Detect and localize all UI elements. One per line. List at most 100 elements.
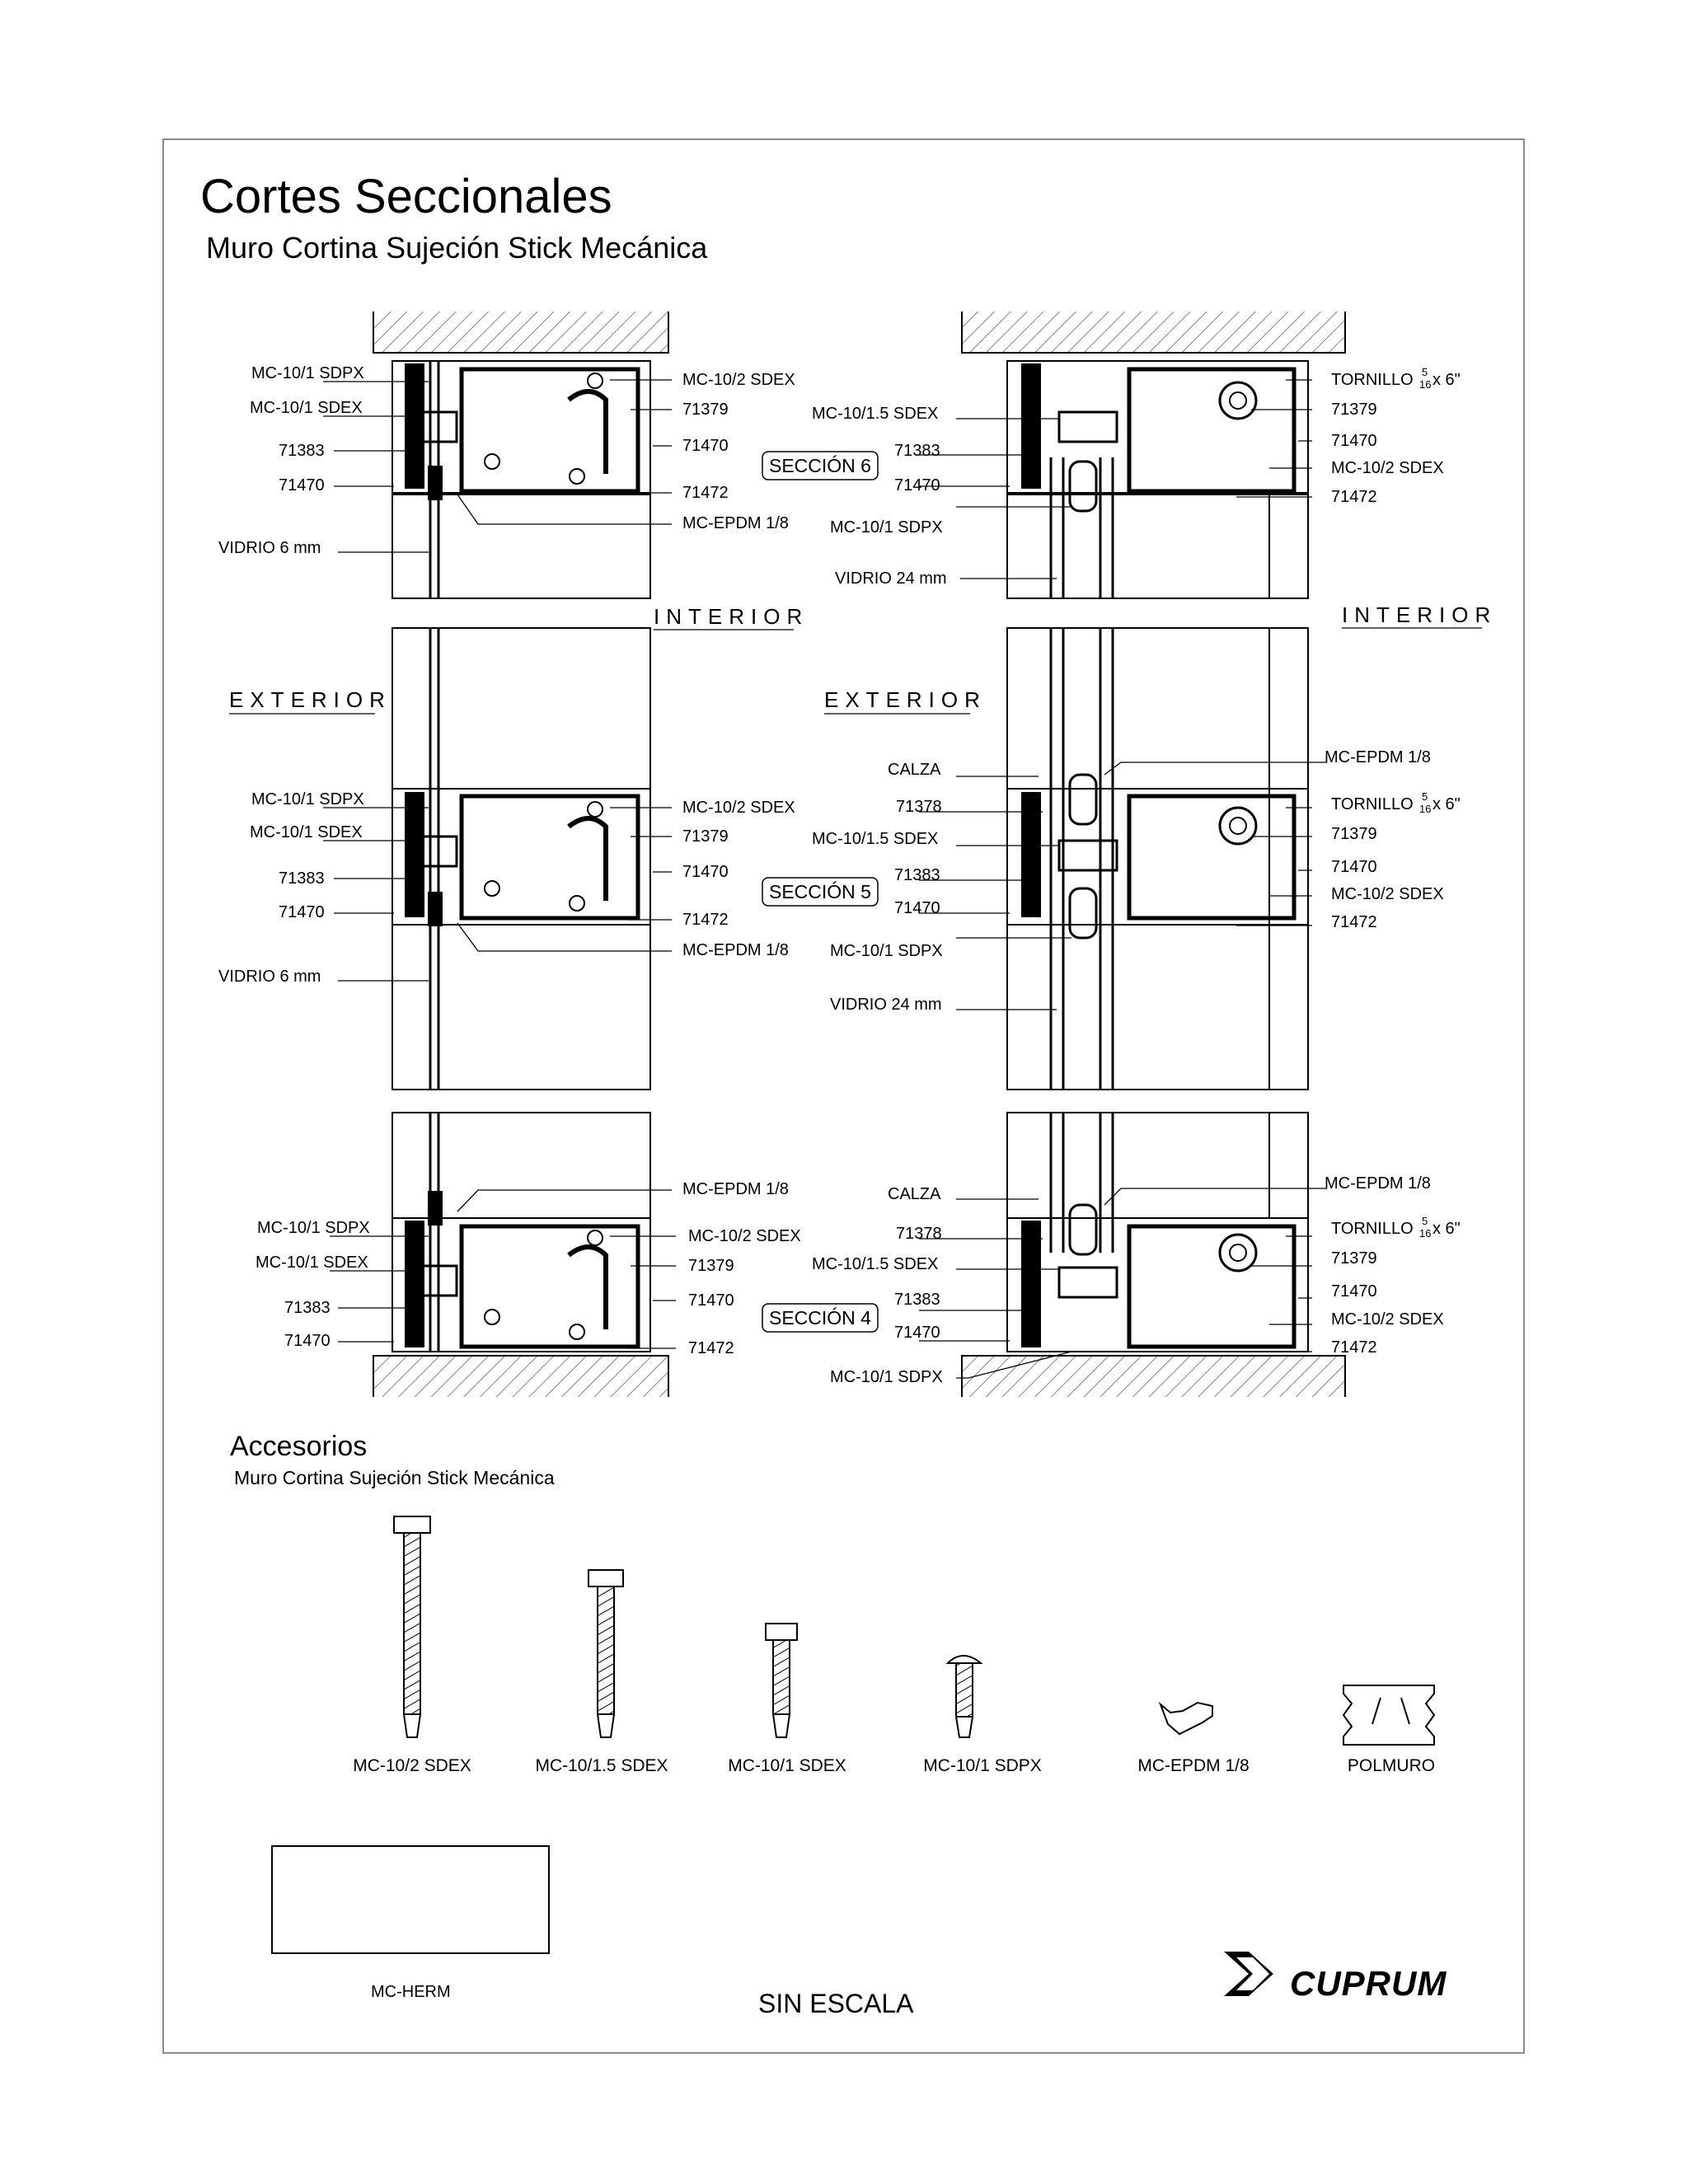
section-6-label: SECCIÓN 6 bbox=[769, 455, 871, 476]
callout: MC-EPDM 1/8 bbox=[1325, 1174, 1431, 1193]
accessories-subtitle: Muro Cortina Sujeción Stick Mecánica bbox=[234, 1467, 555, 1488]
herm-label: MC-HERM bbox=[371, 1983, 451, 2001]
section-5-label: SECCIÓN 5 bbox=[769, 881, 871, 902]
callout: 71470 bbox=[284, 1332, 331, 1350]
callout: 71470 bbox=[682, 437, 729, 455]
callouts: MC-10/1 SDPX MC-10/1 SDEX 71383 71470 VI… bbox=[218, 364, 1444, 1386]
callout: 71383 bbox=[894, 1291, 940, 1309]
callout: 71379 bbox=[688, 1257, 734, 1275]
callout: 71383 bbox=[284, 1299, 331, 1317]
callout: 71383 bbox=[279, 442, 325, 460]
callout: MC-10/2 SDEX bbox=[1331, 885, 1444, 903]
accessory-label: MC-EPDM 1/8 bbox=[1137, 1756, 1250, 1775]
exterior-label-right: EXTERIOR bbox=[824, 687, 987, 712]
callout: 71470 bbox=[688, 1291, 734, 1310]
callout: 71470 bbox=[682, 863, 729, 881]
callout: 71383 bbox=[279, 869, 325, 888]
accessory-label: MC-10/1 SDEX bbox=[728, 1756, 846, 1775]
callout: 71472 bbox=[682, 484, 729, 502]
callout: MC-10/2 SDEX bbox=[682, 799, 795, 817]
callout: 71470 bbox=[894, 1324, 940, 1342]
callout: MC-10/1 SDPX bbox=[251, 790, 364, 808]
sheet-frame bbox=[162, 138, 1525, 2054]
svg-text:x 6": x 6" bbox=[1432, 795, 1461, 813]
callout: 71379 bbox=[682, 827, 729, 846]
callout: 71470 bbox=[1331, 432, 1377, 450]
callout: 71472 bbox=[688, 1339, 734, 1357]
callout: 71379 bbox=[1331, 401, 1377, 419]
svg-text:x 6": x 6" bbox=[1432, 1220, 1461, 1238]
brand-name: CUPRUM bbox=[1290, 1964, 1447, 2003]
callout: 71472 bbox=[682, 911, 729, 929]
callout: 71383 bbox=[894, 442, 940, 460]
left-column bbox=[373, 312, 669, 1397]
callout: 71470 bbox=[894, 899, 940, 917]
callout: MC-10/2 SDEX bbox=[688, 1227, 801, 1245]
callout: MC-10/1 SDEX bbox=[256, 1254, 368, 1272]
page-title: Cortes Seccionales bbox=[200, 170, 612, 223]
callout: MC-10/1.5 SDEX bbox=[812, 1255, 938, 1273]
svg-text:16: 16 bbox=[1419, 1227, 1431, 1240]
callout: 71470 bbox=[1331, 858, 1377, 876]
callout: MC-EPDM 1/8 bbox=[682, 1180, 789, 1198]
callout: 71379 bbox=[682, 401, 729, 419]
callout: MC-10/1 SDPX bbox=[830, 518, 943, 537]
accessory-label: POLMURO bbox=[1347, 1756, 1436, 1775]
callout: 71472 bbox=[1331, 913, 1377, 931]
accessories-drawings bbox=[271, 1516, 1436, 1954]
accessories-title: Accesorios bbox=[230, 1431, 368, 1462]
callout: MC-10/1.5 SDEX bbox=[812, 405, 938, 423]
callout: MC-10/1 SDPX bbox=[830, 1368, 943, 1386]
callout: VIDRIO 24 mm bbox=[835, 569, 947, 588]
leader-lines bbox=[323, 379, 1327, 1379]
callout: MC-10/2 SDEX bbox=[1331, 1310, 1444, 1329]
callout: 71470 bbox=[1331, 1282, 1377, 1301]
callout: 71470 bbox=[894, 476, 940, 494]
callout: TORNILLO bbox=[1331, 1220, 1414, 1238]
callout: VIDRIO 6 mm bbox=[218, 968, 321, 986]
callout: 71383 bbox=[894, 866, 940, 884]
callout: MC-10/1 SDEX bbox=[250, 399, 363, 417]
callout: VIDRIO 6 mm bbox=[218, 539, 321, 557]
accessory-label: MC-10/2 SDEX bbox=[353, 1756, 471, 1775]
exterior-label-left: EXTERIOR bbox=[229, 687, 392, 712]
callout: CALZA bbox=[888, 1185, 941, 1203]
callout: 71472 bbox=[1331, 1338, 1377, 1357]
callout: 71470 bbox=[279, 476, 325, 494]
callout: MC-10/1 SDEX bbox=[250, 823, 363, 841]
callout: MC-10/2 SDEX bbox=[682, 371, 795, 389]
callout: 71379 bbox=[1331, 825, 1377, 843]
callout: MC-10/1.5 SDEX bbox=[812, 830, 938, 848]
interior-label-right: INTERIOR bbox=[1342, 602, 1497, 627]
callout: MC-10/1 SDPX bbox=[257, 1219, 370, 1237]
callout: VIDRIO 24 mm bbox=[830, 996, 942, 1014]
svg-text:5: 5 bbox=[1422, 790, 1428, 803]
svg-text:x 6": x 6" bbox=[1432, 371, 1461, 389]
scale-note: SIN ESCALA bbox=[758, 1989, 914, 2018]
interior-label-left: INTERIOR bbox=[654, 604, 809, 629]
callout: MC-EPDM 1/8 bbox=[1325, 748, 1431, 766]
section-4-label: SECCIÓN 4 bbox=[769, 1307, 871, 1329]
section-badges: SECCIÓN 6 SECCIÓN 5 SECCIÓN 4 bbox=[762, 451, 879, 1333]
callout: MC-10/1 SDPX bbox=[251, 364, 364, 382]
callout: MC-10/2 SDEX bbox=[1331, 459, 1444, 477]
tornillo-fractions: 5 16 x 6" 5 16 x 6" 5 16 x 6" bbox=[1419, 366, 1461, 1240]
side-labels: INTERIOR INTERIOR EXTERIOR EXTERIOR bbox=[229, 602, 1497, 712]
callout: MC-EPDM 1/8 bbox=[682, 941, 789, 959]
accessory-label: MC-10/1 SDPX bbox=[923, 1756, 1042, 1775]
callout: 71470 bbox=[279, 903, 325, 921]
callout: TORNILLO bbox=[1331, 371, 1414, 389]
callout: CALZA bbox=[888, 761, 941, 779]
svg-text:5: 5 bbox=[1422, 1215, 1428, 1227]
callout: 71472 bbox=[1331, 488, 1377, 506]
callout: 71379 bbox=[1331, 1249, 1377, 1268]
svg-text:16: 16 bbox=[1419, 803, 1431, 815]
accessory-label: MC-10/1.5 SDEX bbox=[535, 1756, 668, 1775]
callout: 71378 bbox=[896, 1225, 942, 1243]
brand-logo-icon bbox=[1224, 1952, 1273, 1996]
callout: MC-10/1 SDPX bbox=[830, 942, 943, 960]
svg-text:5: 5 bbox=[1422, 366, 1428, 378]
page-subtitle: Muro Cortina Sujeción Stick Mecánica bbox=[206, 231, 708, 265]
callout: MC-EPDM 1/8 bbox=[682, 514, 789, 532]
callout: 71378 bbox=[896, 798, 942, 816]
